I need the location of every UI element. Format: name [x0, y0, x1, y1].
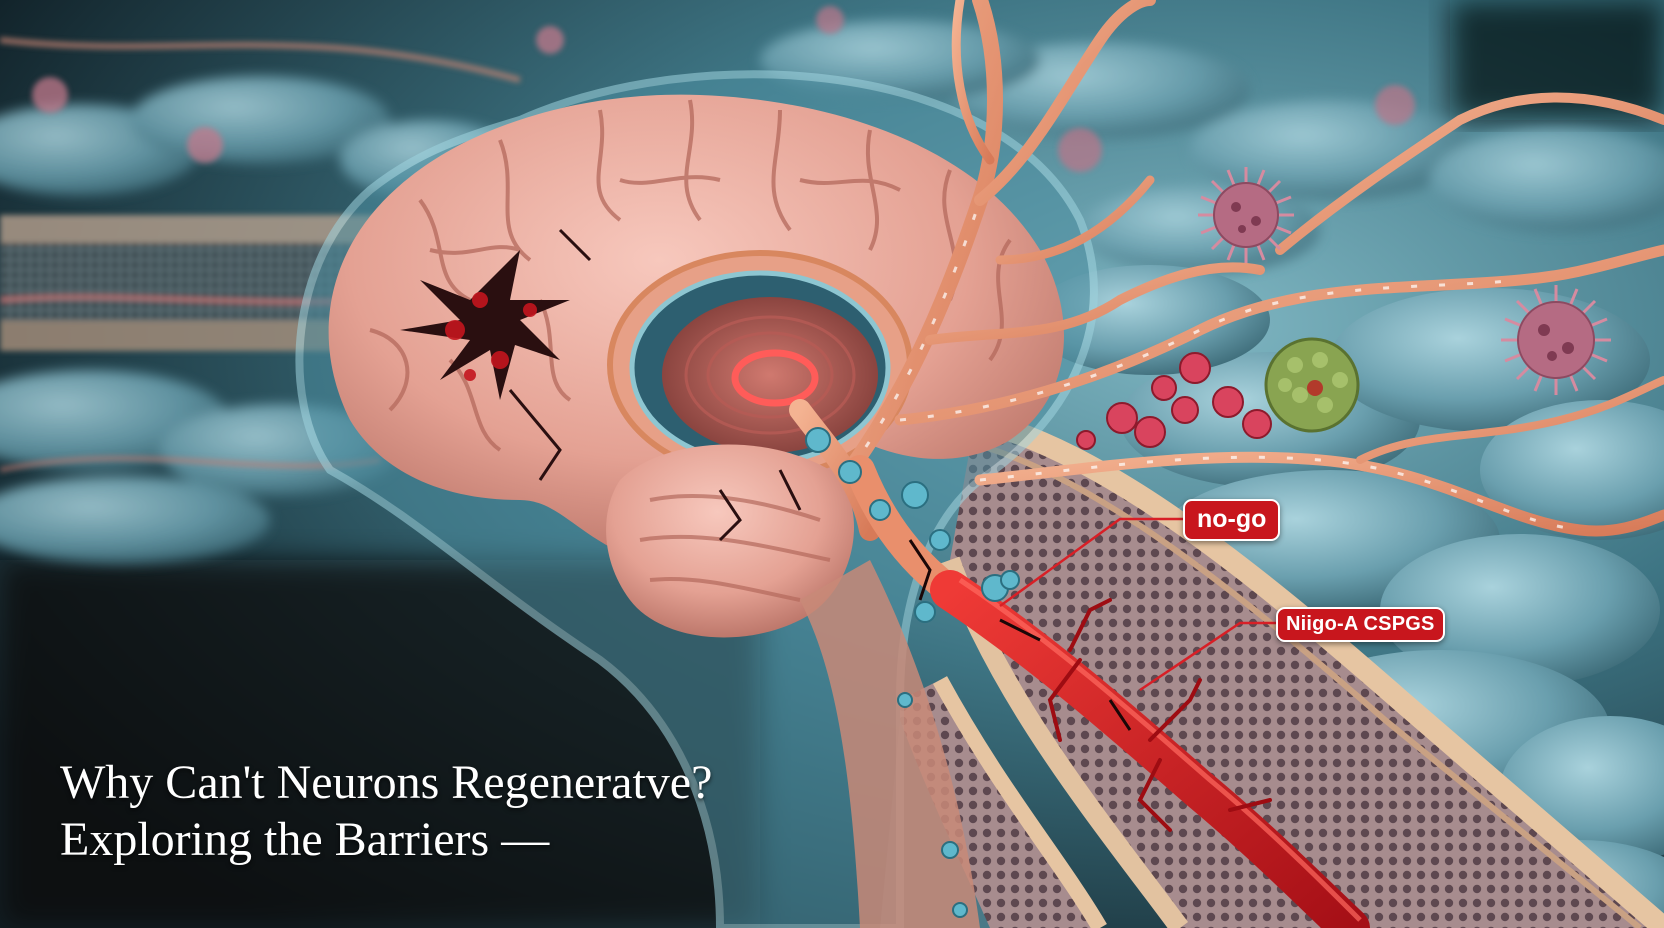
nogo-a-cspgs-callout: Niigo-A CSPGS — [1276, 607, 1445, 642]
caption-title: Why Can't Neurons Regeneratve? Exploring… — [60, 754, 712, 868]
caption-line-2: Exploring the Barriers — — [60, 813, 550, 866]
caption-line-1: Why Can't Neurons Regeneratve? — [60, 756, 713, 809]
nogo-callout: no-go — [1183, 499, 1281, 541]
